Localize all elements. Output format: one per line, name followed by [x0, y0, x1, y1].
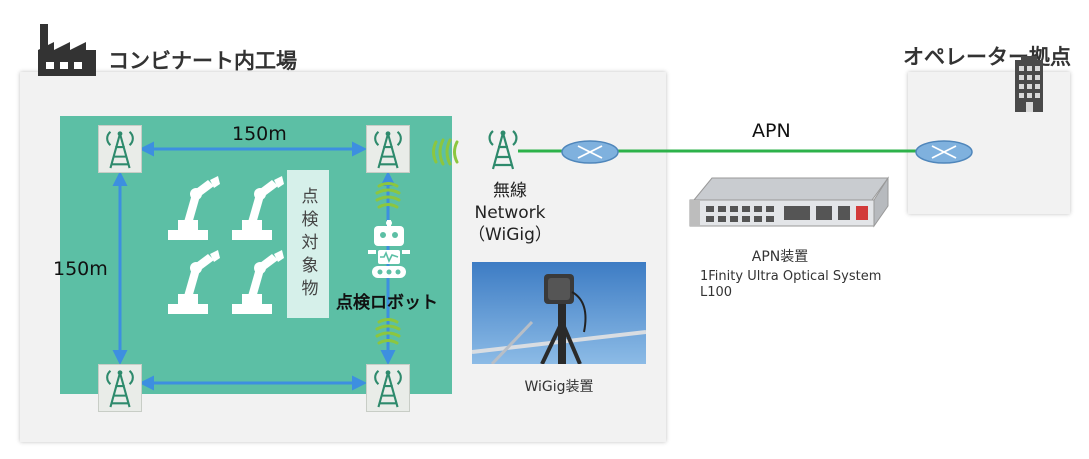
inspection-target-label: 点検対象物: [287, 170, 329, 318]
apn-product-line-1: 1Finity Ultra Optical System: [700, 269, 882, 284]
robot-arm-icon-4: [232, 250, 284, 314]
factory-icon: [38, 24, 96, 76]
apn-link-label: APN: [752, 120, 791, 142]
robot-arm-icon-2: [232, 176, 284, 240]
width-label: 150m: [232, 123, 287, 145]
inspection-robot-icon: [368, 220, 410, 278]
tower-icon-bottom-right: [366, 364, 410, 412]
factory-title: コンビナート内工場: [108, 49, 297, 73]
apn-link-line: [518, 149, 940, 153]
inspection-robot-label: 点検ロボット: [336, 293, 438, 313]
router-icon-factory: [561, 140, 619, 164]
wigig-device-label: WiGig装置: [524, 379, 594, 395]
height-label: 150m: [53, 258, 108, 280]
wireless-tower-icon: [488, 130, 518, 170]
apn-product-line-2: L100: [700, 285, 733, 300]
wireless-line-1: 無線: [493, 181, 527, 201]
robot-arm-icon-1: [168, 176, 220, 240]
wireless-network-label: 無線 Network （WiGig）: [456, 180, 564, 246]
tower-icon-top-left: [98, 125, 142, 173]
signal-wave-icon-lower: [375, 318, 401, 345]
robot-arm-icon-3: [168, 250, 220, 314]
signal-wave-icon-side: [432, 138, 459, 166]
building-icon: [1015, 56, 1043, 112]
router-icon-operator: [915, 140, 973, 164]
tower-icon-top-right: [366, 125, 410, 173]
tower-icon-bottom-left: [98, 364, 142, 412]
signal-wave-icon-upper: [375, 182, 401, 209]
wireless-line-2: Network: [474, 203, 546, 223]
apn-device-label: APN装置: [751, 249, 809, 265]
wireless-line-3: （WiGig）: [468, 225, 552, 245]
apn-device-image: [689, 176, 889, 228]
wigig-device-photo: [472, 262, 646, 364]
